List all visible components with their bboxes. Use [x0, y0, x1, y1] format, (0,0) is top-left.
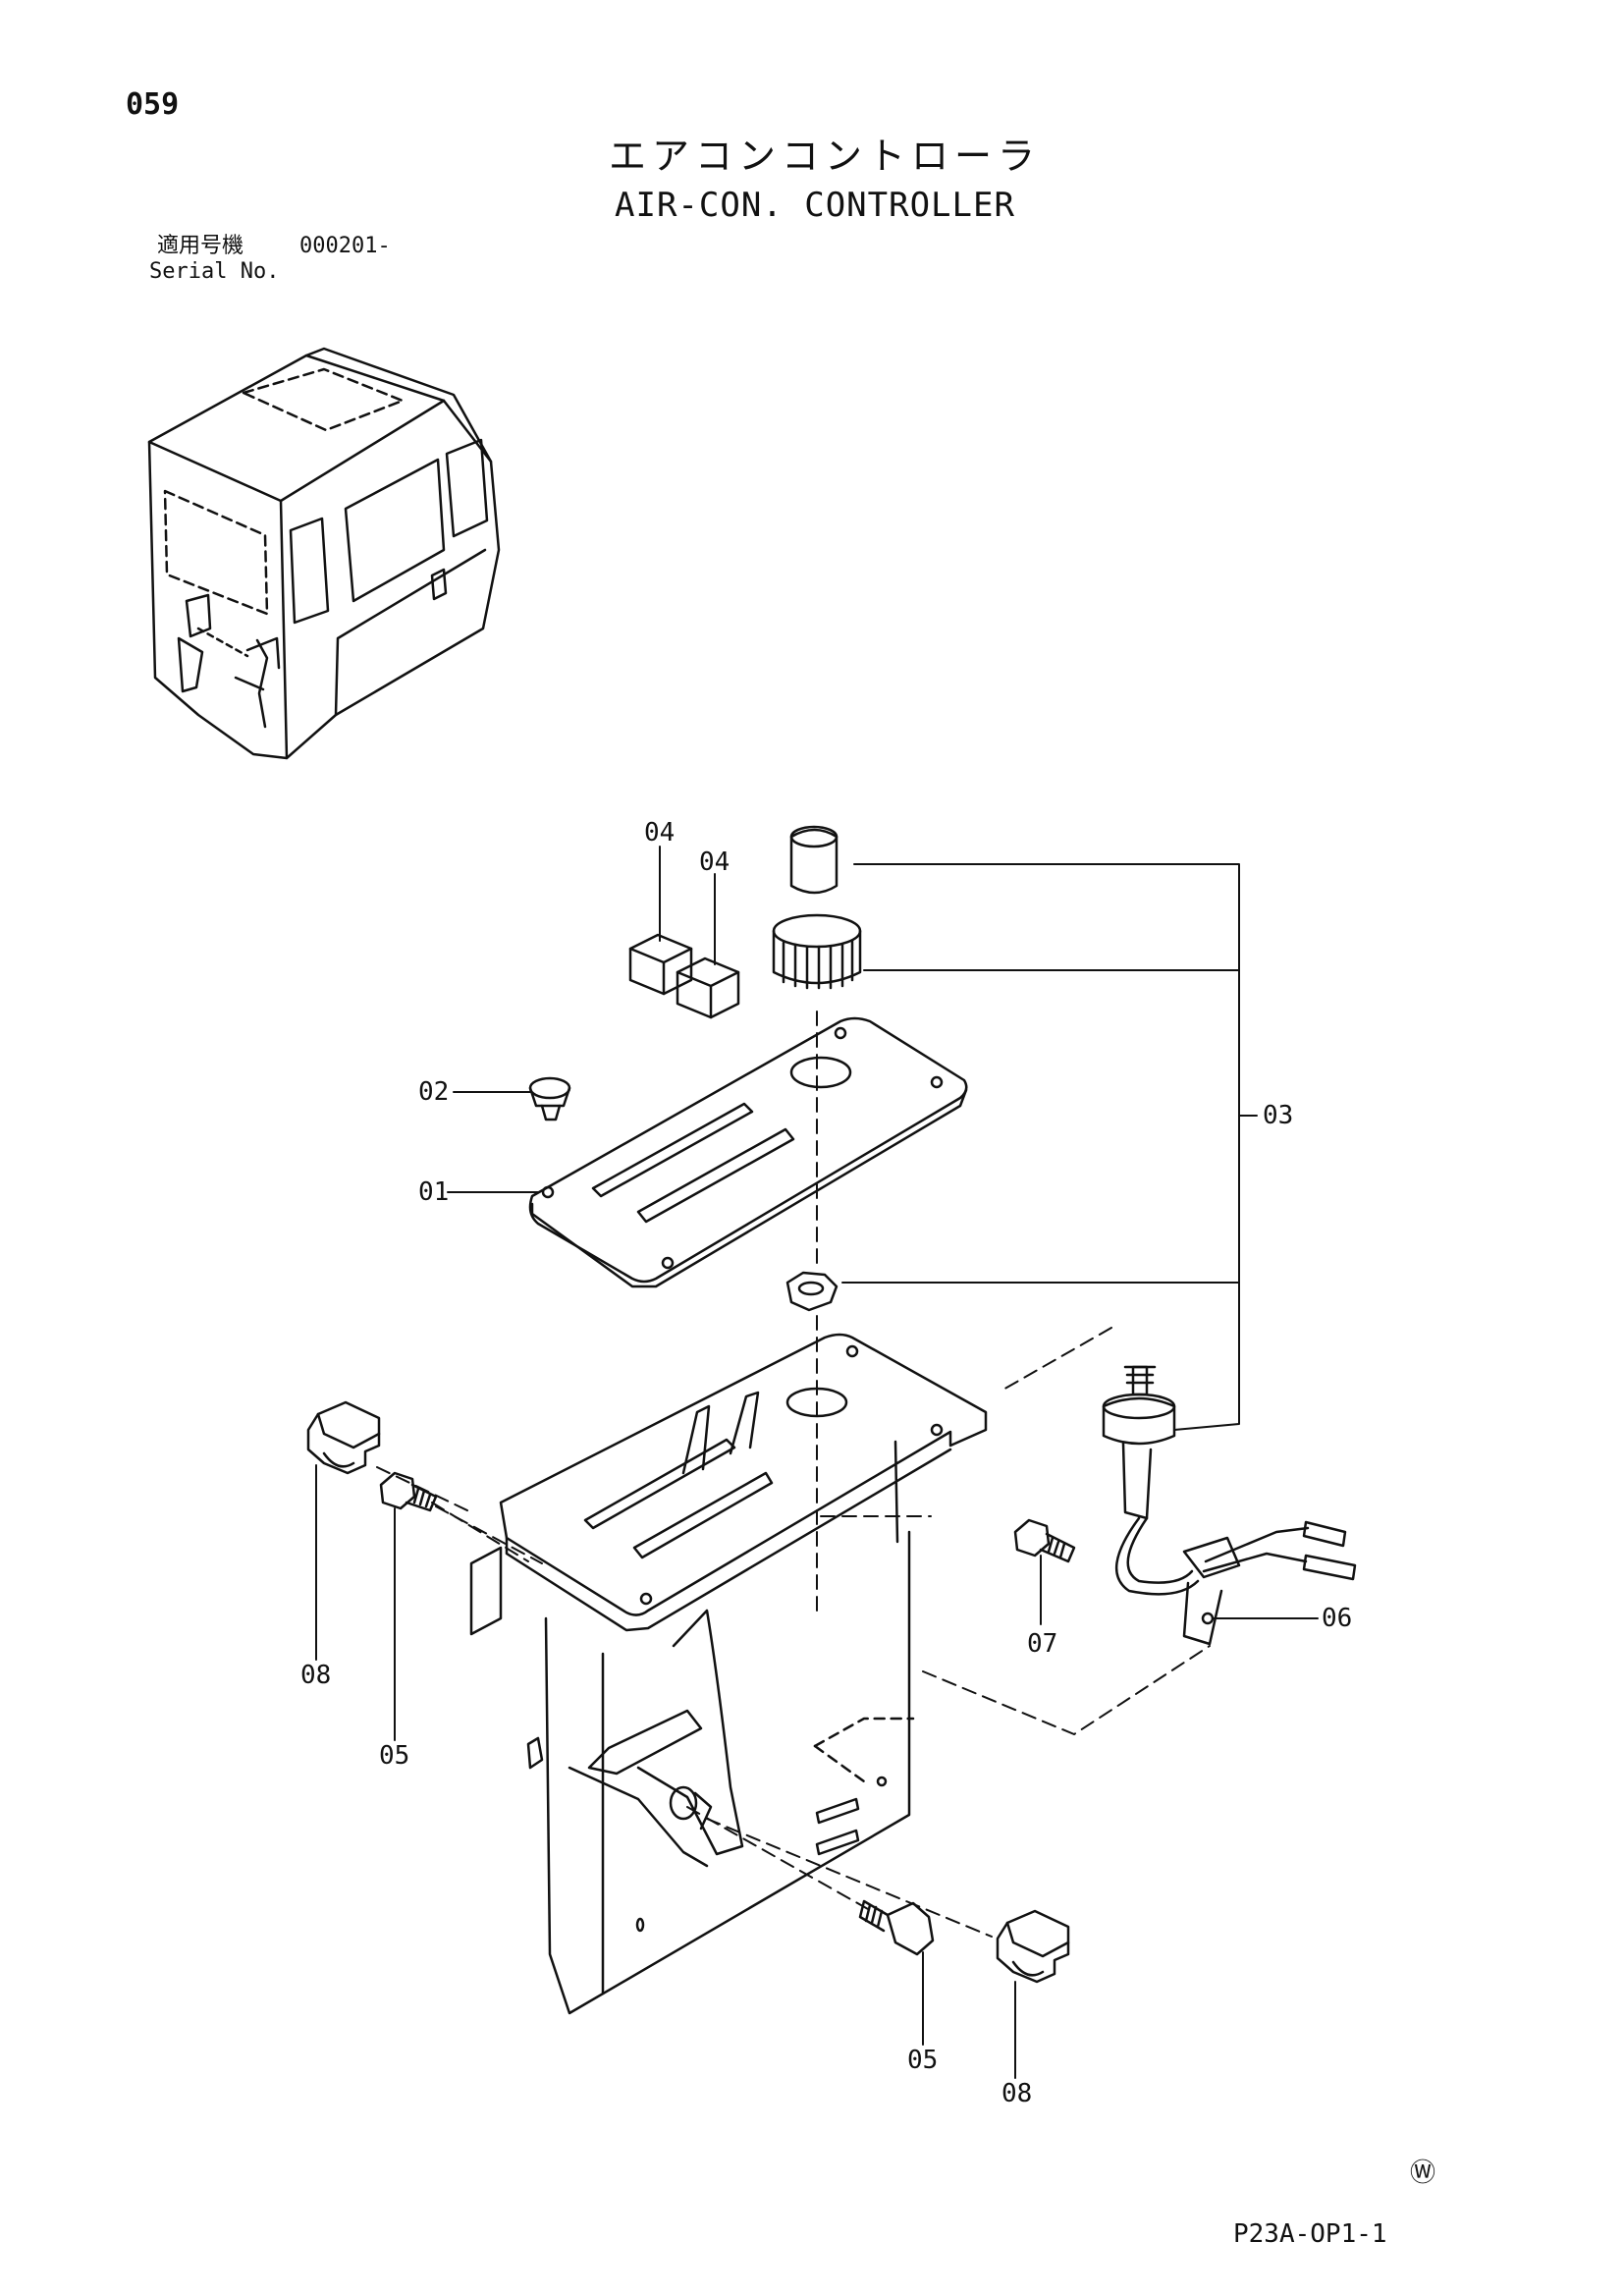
part-labels: 04 04 02 01 03 06 07 08 05 05 08 [300, 818, 1352, 2108]
switch-cap-04a [628, 933, 693, 996]
cover-plate-01 [528, 1016, 968, 1288]
part-label-08b: 08 [1001, 2079, 1032, 2108]
w-mark: Ⓦ [1410, 2159, 1436, 2188]
screw-07 [1013, 1518, 1076, 1563]
drawing-code: P23A-OP1-1 [1233, 2219, 1387, 2249]
plug-02 [528, 1076, 571, 1121]
controller-housing [469, 1333, 988, 2015]
part-label-03: 03 [1263, 1101, 1293, 1130]
part-label-06: 06 [1322, 1604, 1352, 1633]
part-label-05a: 05 [379, 1741, 409, 1771]
knob [772, 913, 862, 990]
bolt-05b [858, 1899, 935, 1956]
part-label-04b: 04 [699, 847, 730, 877]
page-title-japanese: エアコンコントローラ [609, 135, 1042, 178]
part-label-05b: 05 [907, 2046, 938, 2075]
knob-cap [789, 825, 839, 895]
leader-lines [315, 846, 1319, 2079]
clip-08a [306, 1400, 381, 1475]
clip-08b [996, 1909, 1070, 1984]
page-title-english: AIR-CON. CONTROLLER [615, 186, 1015, 225]
serial-number-value: 000201- [299, 234, 391, 258]
assembly-centerlines [376, 1011, 1211, 1938]
switch-cap-04b [676, 957, 740, 1019]
switch-06 [1102, 1365, 1357, 1646]
part-label-04a: 04 [644, 818, 675, 847]
cab-overview-illustration [147, 347, 501, 760]
part-label-02: 02 [418, 1077, 449, 1107]
part-label-01: 01 [418, 1177, 449, 1207]
part-label-07: 07 [1027, 1629, 1057, 1659]
page-number: 059 [126, 87, 180, 122]
nut [785, 1271, 839, 1312]
part-label-08a: 08 [300, 1661, 331, 1690]
serial-label-japanese: 適用号機 [157, 234, 244, 258]
serial-label-english: Serial No. [149, 259, 280, 284]
